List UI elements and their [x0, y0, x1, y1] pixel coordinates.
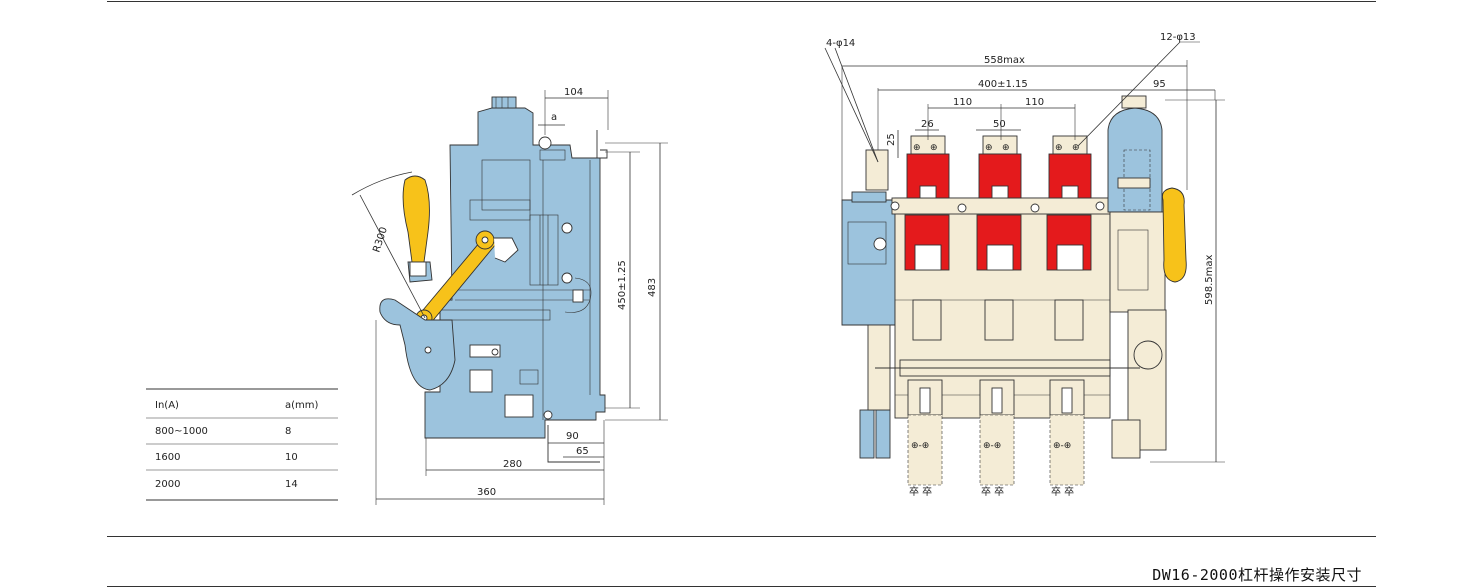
svg-text:⊕: ⊕: [930, 143, 938, 153]
svg-text:⊕-⊕: ⊕-⊕: [911, 441, 929, 451]
side-view: R300 104 a 450±1.25 483 90 65 280: [351, 87, 668, 505]
dim-598-label: 598.5max: [1204, 255, 1215, 305]
bottom-rule: [107, 536, 1376, 537]
dim-25-label: 25: [886, 133, 897, 146]
svg-text:卒 卒: 卒 卒: [981, 485, 1004, 498]
dim-65-label: 65: [576, 446, 589, 457]
pole-3: ⊕ ⊕ ⊕-⊕ 卒 卒: [1046, 135, 1092, 498]
dim-r300-label: R300: [371, 226, 390, 254]
table-header-in: In(A): [155, 400, 179, 411]
table-cell: 1600: [155, 452, 180, 463]
table-cell: 10: [285, 452, 298, 463]
svg-text:⊕: ⊕: [985, 143, 993, 153]
svg-text:⊕: ⊕: [1002, 143, 1010, 153]
dim-280-label: 280: [503, 459, 522, 470]
table-cell: 14: [285, 479, 298, 490]
dim-483-label: 483: [647, 278, 658, 297]
figure-caption: DW16-2000杠杆操作安装尺寸: [1152, 566, 1362, 584]
svg-text:⊕: ⊕: [913, 143, 921, 153]
dim-450-label: 450±1.25: [617, 260, 628, 310]
top-rule: [107, 1, 1376, 2]
pole-1: ⊕ ⊕ ⊕-⊕ 卒 卒: [904, 135, 950, 498]
dim-95-label: 95: [1153, 79, 1166, 90]
dim-12holes-label: 12-φ13: [1160, 32, 1196, 43]
dim-26-label: 26: [921, 119, 934, 130]
dim-558-label: 558max: [984, 55, 1025, 66]
pole-2: ⊕ ⊕ ⊕-⊕ 卒 卒: [976, 135, 1022, 498]
dim-360-label: 360: [477, 487, 496, 498]
svg-text:⊕-⊕: ⊕-⊕: [1053, 441, 1071, 451]
dim-110a-label: 110: [953, 97, 972, 108]
current-table: In(A) a(mm) 800~1000 8 1600 10 2000 14: [146, 388, 338, 501]
front-view: ⊕ ⊕ ⊕-⊕ 卒 卒 ⊕ ⊕ ⊕-⊕ 卒 卒: [824, 32, 1225, 498]
table-header-a: a(mm): [285, 400, 319, 411]
footer-rule: [107, 586, 1376, 587]
dim-90-label: 90: [566, 431, 579, 442]
table-cell: 800~1000: [155, 426, 208, 437]
table-cell: 8: [285, 426, 291, 437]
table-cell: 2000: [155, 479, 180, 490]
dim-400-label: 400±1.15: [978, 79, 1028, 90]
svg-text:⊕: ⊕: [1072, 143, 1080, 153]
dim-104-label: 104: [564, 87, 583, 98]
dim-110b-label: 110: [1025, 97, 1044, 108]
svg-text:卒 卒: 卒 卒: [909, 485, 932, 498]
svg-text:卒 卒: 卒 卒: [1051, 485, 1074, 498]
svg-text:⊕-⊕: ⊕-⊕: [983, 441, 1001, 451]
dim-4holes-label: 4-φ14: [826, 38, 855, 49]
svg-text:⊕: ⊕: [1055, 143, 1063, 153]
dim-a-label: a: [551, 112, 557, 123]
dim-50-label: 50: [993, 119, 1006, 130]
